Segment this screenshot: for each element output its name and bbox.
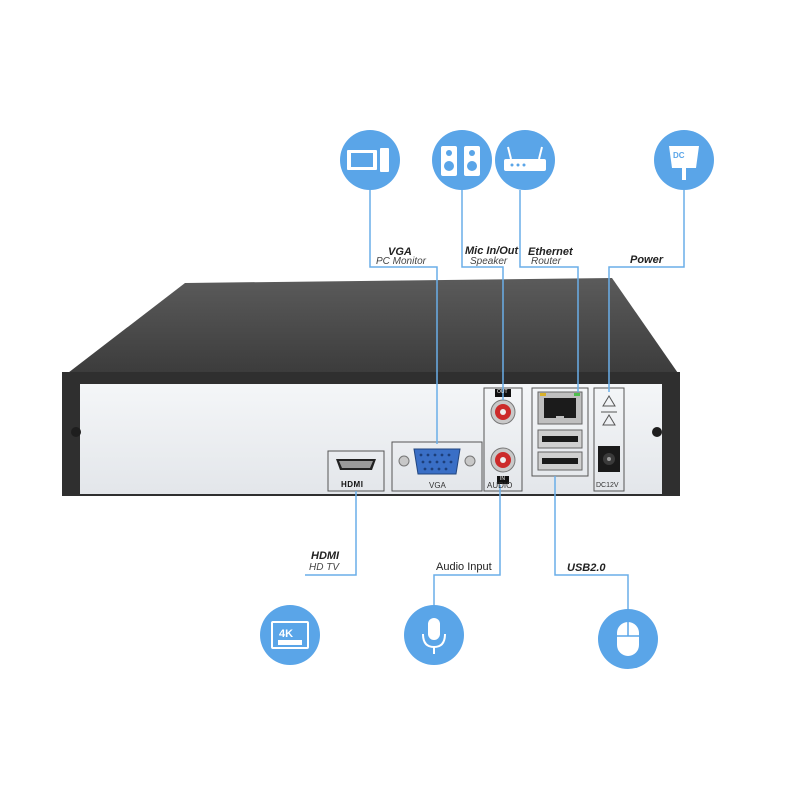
screw-right <box>652 427 662 437</box>
mic-subtitle: Speaker <box>470 256 508 267</box>
audio-input-title: Audio Input <box>436 561 492 573</box>
mic-line <box>461 190 504 400</box>
vga-line <box>369 190 438 444</box>
audio-out-label: OUT <box>497 389 508 395</box>
usb-title: USB2.0 <box>567 562 606 574</box>
hdmi-title: HDMI <box>311 550 340 562</box>
mic-title: Mic In/Out <box>465 245 519 257</box>
vga-subtitle: PC Monitor <box>376 256 427 267</box>
power-warning-symbols <box>601 395 617 426</box>
microphone-icon <box>404 605 464 665</box>
power-icon-text: DC <box>673 151 685 160</box>
monitor-icon <box>340 130 400 190</box>
ethernet-title: Ethernet <box>528 246 573 258</box>
tv-icon-text: 4K <box>279 628 293 640</box>
ethernet-line <box>519 190 579 392</box>
audio-port-label: AUDIO <box>487 481 513 490</box>
usb-line <box>554 476 629 612</box>
power-port-group <box>593 387 625 492</box>
audio-in-label: IN <box>500 476 505 482</box>
ethernet-subtitle: Router <box>531 256 562 267</box>
speaker-icon <box>432 130 492 190</box>
dc-power-jack[interactable] <box>598 446 620 472</box>
tv-4k-icon: 4K <box>260 605 320 665</box>
device-rear-panel <box>80 384 662 494</box>
ethernet-usb-group <box>531 387 589 477</box>
connector-lines <box>305 190 685 612</box>
power-adapter-icon: DC <box>654 130 714 190</box>
device-top-cover <box>64 278 680 376</box>
vga-port-label: VGA <box>429 481 446 490</box>
hdmi-port-label: HDMI <box>341 480 364 489</box>
dc-port-label: DC12V <box>596 482 619 489</box>
power-title: Power <box>630 254 664 266</box>
audio-in-jack[interactable] <box>490 447 516 473</box>
ethernet-port[interactable] <box>537 391 583 425</box>
usb-port-bottom[interactable] <box>537 451 583 471</box>
vga-title: VGA <box>388 246 412 258</box>
audio-input-line <box>433 485 501 608</box>
audio-out-jack[interactable] <box>490 399 516 425</box>
hdmi-line <box>305 491 357 576</box>
vga-port[interactable] <box>391 441 483 492</box>
mouse-icon <box>598 609 658 669</box>
usb-port-top[interactable] <box>537 429 583 449</box>
screw-left <box>71 427 81 437</box>
nvr-device <box>62 278 680 496</box>
hdmi-subtitle: HD TV <box>309 562 339 573</box>
power-line <box>608 190 685 392</box>
router-icon <box>495 130 555 190</box>
